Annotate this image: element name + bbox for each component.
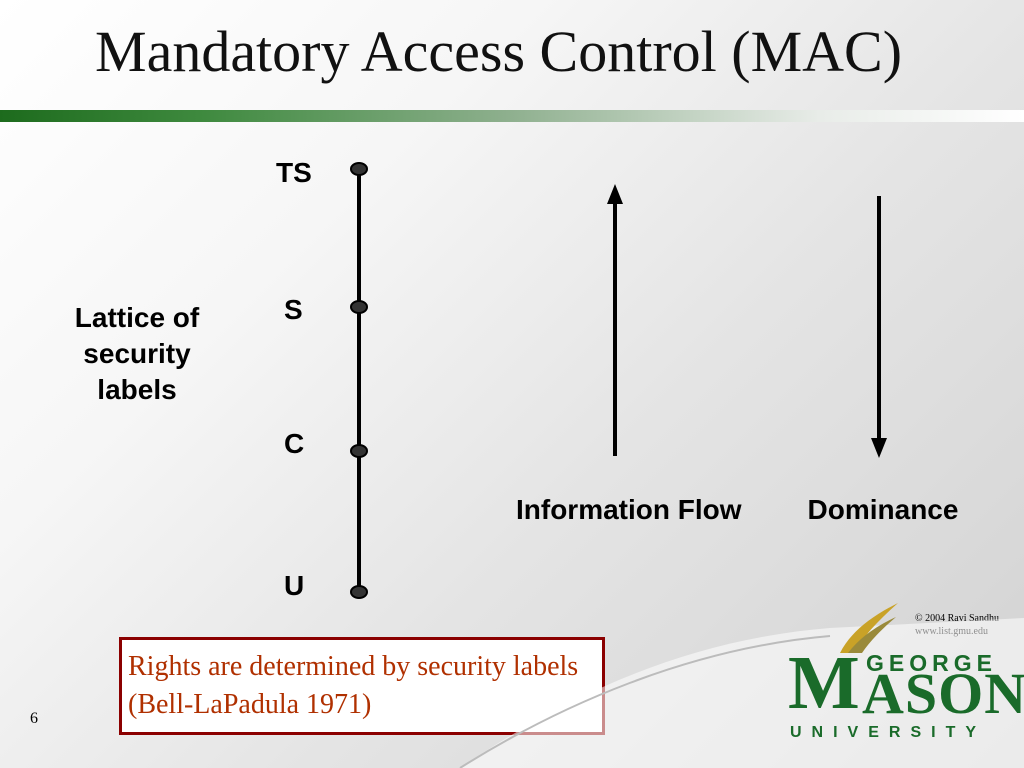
level-label-u: U [284, 570, 305, 601]
dominance-label: Dominance [807, 494, 959, 525]
lattice-node-c [350, 444, 368, 458]
copyright-notice: © 2004 Ravi Sandhu www.list.gmu.edu [915, 612, 999, 638]
rights-note-text: Rights are determined by security labels… [128, 651, 579, 720]
title-divider-bar [0, 110, 1024, 122]
level-label-ts: TS [276, 157, 312, 188]
lattice-node-ts [350, 162, 368, 176]
dominance-arrow-icon [871, 196, 887, 458]
level-label-c: C [284, 428, 305, 459]
lattice-node-u [350, 585, 368, 599]
gmu-logo-m: M [788, 641, 860, 725]
gmu-logo-george: GEORGE [866, 650, 997, 676]
gmu-flame-icon [840, 603, 898, 653]
lattice-node-s [350, 300, 368, 314]
information-flow-label: Information Flow [516, 494, 742, 525]
slide-title: Mandatory Access Control (MAC) [95, 19, 903, 84]
copyright-line-1: © 2004 Ravi Sandhu [915, 613, 999, 624]
gmu-logo-ason: ASON [862, 661, 1024, 726]
gmu-logo-university: UNIVERSITY [790, 724, 987, 741]
lattice-caption: Lattice of security labels [74, 302, 200, 405]
level-label-s: S [284, 294, 303, 325]
slide-number: 6 [30, 710, 38, 727]
lattice-line [357, 168, 361, 593]
information-flow-arrow-icon [607, 184, 623, 456]
copyright-line-2: www.list.gmu.edu [915, 626, 988, 637]
